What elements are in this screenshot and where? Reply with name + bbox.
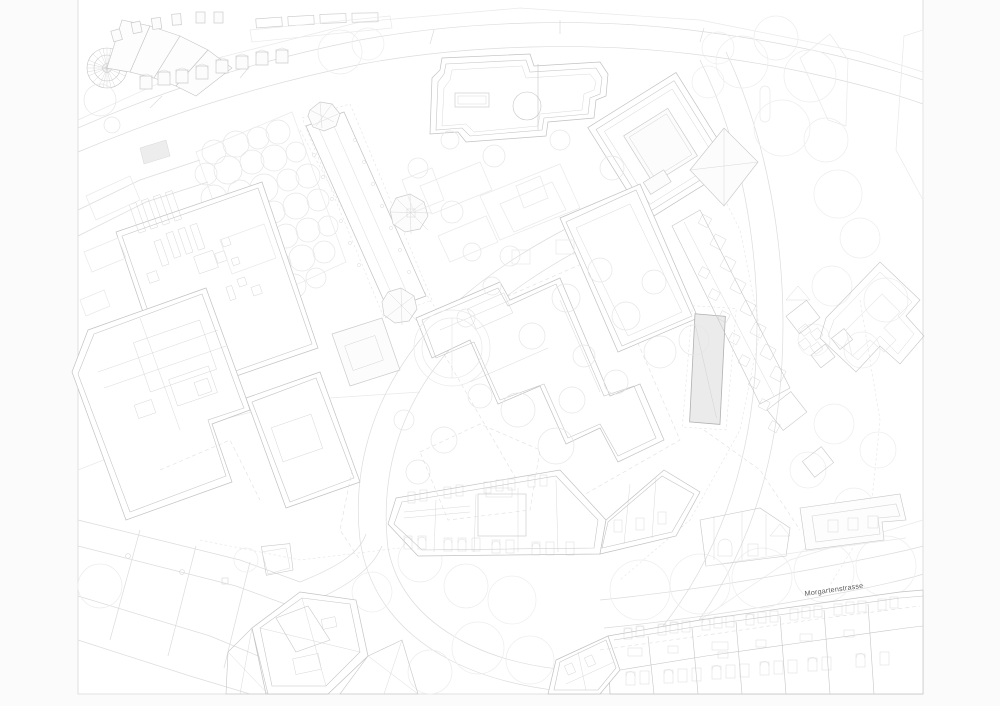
tower-block <box>587 72 735 222</box>
vaulted-unit <box>139 49 289 90</box>
hipped-roof-building <box>225 591 419 695</box>
perimeter-block-right <box>671 209 925 567</box>
central-campus <box>415 161 737 521</box>
sheet-border <box>77 0 924 695</box>
octagon-pavilion-north <box>307 101 341 132</box>
octagon-pavilion-south <box>389 193 432 235</box>
morgartenstrasse-housing <box>547 589 924 695</box>
gable-roof-building <box>689 127 759 207</box>
north-hall-building <box>429 53 609 143</box>
radial-plaza-block <box>83 11 393 134</box>
octagon-pavilion-end <box>381 287 418 326</box>
glasshouse-hall <box>301 101 433 326</box>
triangle-pavilion <box>260 543 294 576</box>
court-unit <box>697 213 787 434</box>
plan-content <box>71 7 925 695</box>
new-building-footprint <box>681 305 737 431</box>
misc-footprints <box>79 29 924 317</box>
terraced-housing-row <box>387 469 701 557</box>
central-circular-plaza <box>413 309 491 387</box>
school-complex <box>71 181 401 521</box>
property-lines <box>159 423 801 561</box>
